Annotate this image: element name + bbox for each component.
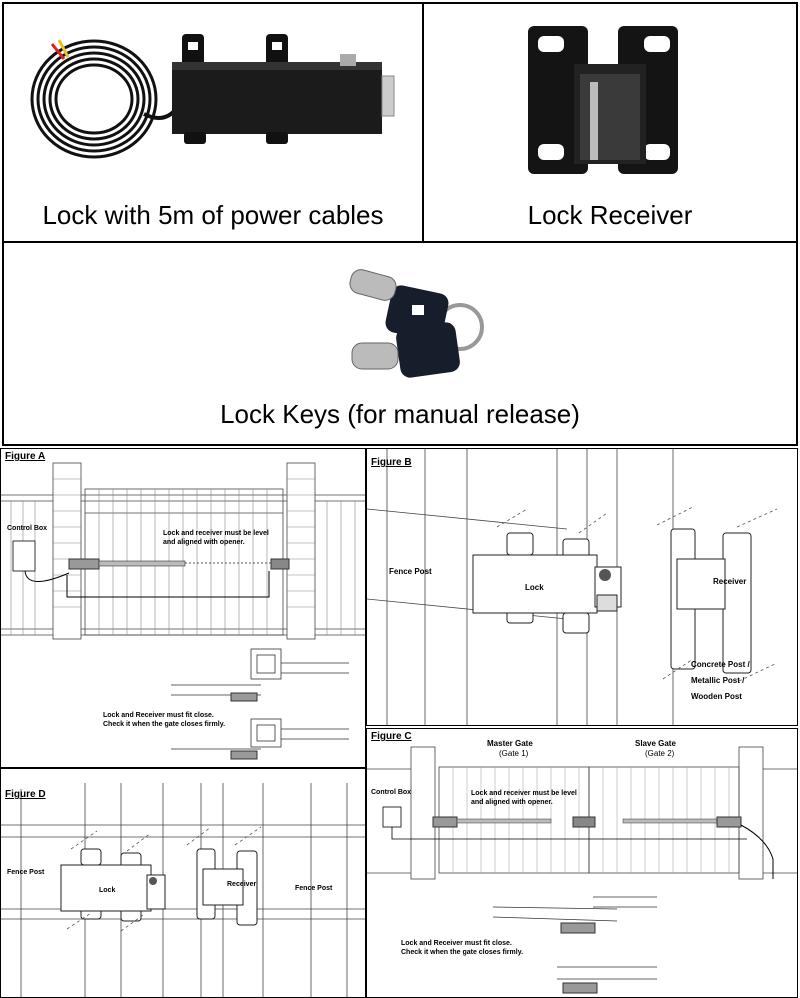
figure-a-control-box-label: Control Box	[7, 525, 48, 532]
figure-c-control-box-label: Control Box	[371, 789, 412, 796]
figure-c-slave-gate-label: Slave Gate	[635, 739, 676, 748]
figure-d-fence-post-right-label: Fence Post	[295, 885, 333, 892]
figure-c-align-note: Lock and receiver must be level and alig…	[471, 789, 577, 807]
lock-with-cables-illustration	[30, 34, 395, 159]
figure-c-master-gate-label: Master Gate	[487, 739, 533, 748]
figure-a-align-note: Lock and receiver must be level and alig…	[163, 529, 269, 547]
lock-receiver-illustration	[528, 26, 678, 174]
figure-a-align-note-line-1: Lock and receiver must be level	[163, 530, 269, 537]
figure-b-title: Figure B	[371, 457, 412, 468]
lock-photo-caption: Lock with 5m of power cables	[42, 200, 384, 230]
figure-a-fit-note: Lock and Receiver must fit close. Check …	[103, 711, 225, 729]
figure-a-align-note-line-2: and aligned with opener.	[163, 539, 245, 546]
figure-a-panel: Figure A Control Box Lock and receiver m…	[0, 448, 366, 768]
figure-d-title: Figure D	[5, 789, 46, 800]
figure-c-title: Figure C	[371, 731, 412, 742]
figure-c-master-gate-sub: (Gate 1)	[499, 749, 529, 758]
figure-c-align-note-line-2: and aligned with opener.	[471, 799, 553, 806]
photo-panel-lock: Lock with 5m of power cables	[2, 2, 424, 243]
figure-d-fence-post-left-label: Fence Post	[7, 869, 45, 876]
figure-b-lock-diagram	[367, 449, 778, 725]
figure-c-slave-gate-sub: (Gate 2)	[645, 749, 675, 758]
keys-photo-caption: Lock Keys (for manual release)	[220, 399, 580, 429]
figure-b-lock-label: Lock	[525, 583, 544, 592]
figure-b-post-types: Concrete Post / Metallic Post / Wooden P…	[691, 657, 750, 705]
figure-c-double-gate-diagram	[367, 746, 797, 994]
figure-b-fence-post-label: Fence Post	[389, 567, 432, 576]
photo-panel-keys: Lock Keys (for manual release)	[2, 241, 798, 446]
figure-b-panel: Figure B Fence Post Lock Receiver Concre…	[366, 448, 798, 726]
figure-c-panel: Figure C Master Gate (Gate 1) Slave Gate…	[366, 728, 798, 998]
figure-b-post-type-2: Metallic Post /	[691, 676, 745, 685]
photo-panel-receiver: Lock Receiver	[422, 2, 798, 243]
figure-a-title: Figure A	[5, 451, 46, 462]
figure-c-fit-note: Lock and Receiver must fit close. Check …	[401, 939, 523, 957]
figure-d-receiver-label: Receiver	[227, 881, 257, 888]
figure-a-fit-note-line-1: Lock and Receiver must fit close.	[103, 712, 214, 719]
figure-d-panel: Figure D Fence Post Lock Receiver Fence …	[0, 768, 366, 998]
figure-a-fit-note-line-2: Check it when the gate closes firmly.	[103, 721, 226, 728]
figure-d-lock-diagram	[1, 783, 365, 997]
figure-b-receiver-label: Receiver	[713, 577, 747, 586]
figure-c-fit-note-line-1: Lock and Receiver must fit close.	[401, 940, 512, 947]
receiver-photo-caption: Lock Receiver	[527, 200, 693, 230]
figure-b-post-type-3: Wooden Post	[691, 692, 742, 701]
figure-d-lock-label: Lock	[99, 887, 116, 894]
lock-keys-illustration	[349, 269, 484, 378]
figure-c-align-note-line-1: Lock and receiver must be level	[471, 790, 577, 797]
figure-c-fit-note-line-2: Check it when the gate closes firmly.	[401, 949, 524, 956]
figure-a-gate-diagram	[1, 462, 365, 760]
figure-b-post-type-1: Concrete Post /	[691, 660, 750, 669]
